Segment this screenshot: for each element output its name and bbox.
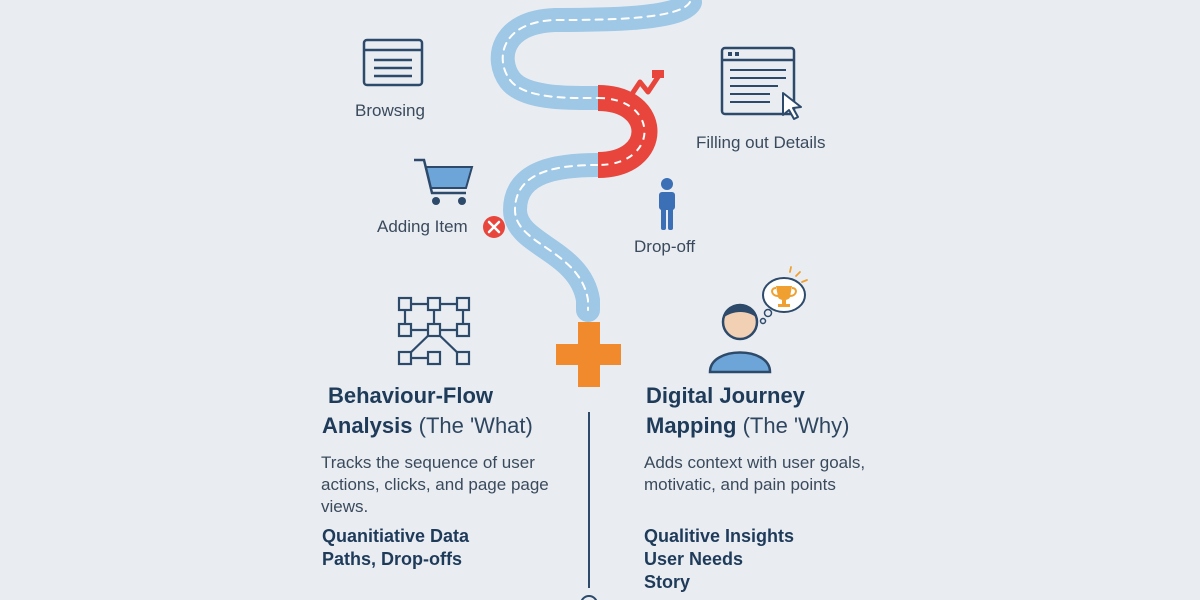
drop-off-segment bbox=[597, 70, 664, 178]
left-title-line-2: Analysis (The 'What) bbox=[322, 411, 533, 441]
right-title-line-1: Digital Journey bbox=[646, 383, 805, 408]
left-column-description: Tracks the sequence of user actions, cli… bbox=[321, 453, 549, 516]
right-list-item: Qualitive Insights bbox=[644, 526, 795, 546]
shopping-cart-icon bbox=[414, 158, 474, 205]
error-x-icon bbox=[483, 216, 505, 238]
stage-label-browsing: Browsing bbox=[355, 101, 425, 120]
form-cursor-icon bbox=[720, 46, 802, 120]
left-column-list: Quanitiative Data Paths, Drop-offs bbox=[322, 525, 469, 571]
stage-label-drop-off: Drop-off bbox=[634, 237, 696, 256]
right-column-list: Qualitive Insights User Needs Story bbox=[644, 525, 794, 594]
left-column-title: Behaviour-Flow Analysis (The 'What) bbox=[322, 381, 539, 441]
right-list-item: Story bbox=[644, 572, 691, 592]
stage-label-adding-item: Adding Item bbox=[377, 217, 468, 236]
left-title-light: (The 'What) bbox=[418, 413, 533, 438]
right-title-bold: Mapping bbox=[646, 413, 737, 438]
break-arrow-icon bbox=[625, 71, 663, 103]
left-title-line-1: Behaviour-Flow bbox=[328, 383, 494, 408]
flow-network-icon bbox=[397, 296, 471, 366]
left-list-item: Quanitiative Data bbox=[322, 526, 470, 546]
plus-icon bbox=[556, 322, 621, 387]
trophy-icon bbox=[771, 266, 808, 307]
browser-window-icon bbox=[362, 38, 424, 87]
journey-path bbox=[490, 0, 702, 322]
stage-label-filling-details: Filling out Details bbox=[696, 133, 826, 152]
right-title-line-2: Mapping (The 'Why) bbox=[646, 411, 849, 441]
user-thinking-icon bbox=[708, 277, 806, 374]
right-column-description: Adds context with user goals, motivatiс,… bbox=[644, 453, 866, 494]
right-title-light: (The 'Why) bbox=[742, 413, 850, 438]
left-title-bold: Analysis bbox=[322, 413, 413, 438]
right-column-title: Digital Journey Mapping (The 'Why) bbox=[646, 381, 849, 441]
right-list-item: User Needs bbox=[644, 549, 744, 569]
left-list-item: Paths, Drop-offs bbox=[322, 549, 463, 569]
person-icon bbox=[659, 178, 675, 230]
